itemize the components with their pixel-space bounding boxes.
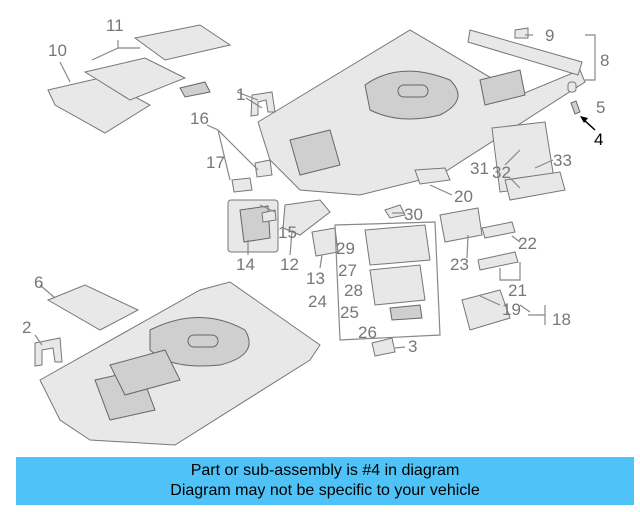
overhead-console — [334, 221, 441, 341]
highlight-arrowhead — [580, 116, 588, 123]
callout-21: 21 — [508, 281, 527, 300]
callout-29: 29 — [336, 239, 355, 258]
callout-33: 33 — [553, 151, 572, 170]
callout-4: 4 — [594, 130, 603, 149]
callout-28: 28 — [344, 281, 363, 300]
callout-13: 13 — [306, 269, 325, 288]
banner-line-2: Diagram may not be specific to your vehi… — [170, 482, 480, 499]
callout-16: 16 — [190, 109, 209, 128]
callout-5: 5 — [596, 98, 605, 117]
lower-headliner — [39, 281, 321, 446]
callout-19: 19 — [502, 300, 521, 319]
upper-headliner — [257, 29, 586, 196]
callout-17: 17 — [206, 153, 225, 172]
sunshade-panels — [47, 24, 232, 134]
callout-12: 12 — [280, 255, 299, 274]
sunroof-glass — [46, 284, 140, 331]
leader-lines — [34, 34, 596, 349]
callout-25: 25 — [340, 303, 359, 322]
small-parts — [34, 27, 583, 367]
info-banner: Part or sub-assembly is #4 in diagram Di… — [16, 457, 634, 505]
callout-1: 1 — [236, 85, 245, 104]
callout-31: 31 — [470, 159, 489, 178]
callout-2: 2 — [22, 318, 31, 337]
callout-20: 20 — [454, 187, 473, 206]
callout-22: 22 — [518, 234, 537, 253]
callout-6: 6 — [34, 273, 43, 292]
callout-18: 18 — [552, 310, 571, 329]
callout-26: 26 — [358, 323, 377, 342]
callout-11: 11 — [106, 16, 124, 35]
callout-14: 14 — [236, 255, 255, 274]
callout-27: 27 — [338, 261, 357, 280]
callout-30: 30 — [404, 205, 423, 224]
callout-10: 10 — [48, 41, 67, 60]
callout-15: 15 — [278, 223, 297, 242]
callout-3: 3 — [408, 337, 417, 356]
callout-8: 8 — [600, 51, 609, 70]
callout-23: 23 — [450, 255, 469, 274]
banner-line-1: Part or sub-assembly is #4 in diagram — [190, 462, 460, 479]
callout-24: 24 — [308, 292, 327, 311]
callout-32: 32 — [492, 163, 511, 182]
callout-9: 9 — [545, 26, 554, 45]
